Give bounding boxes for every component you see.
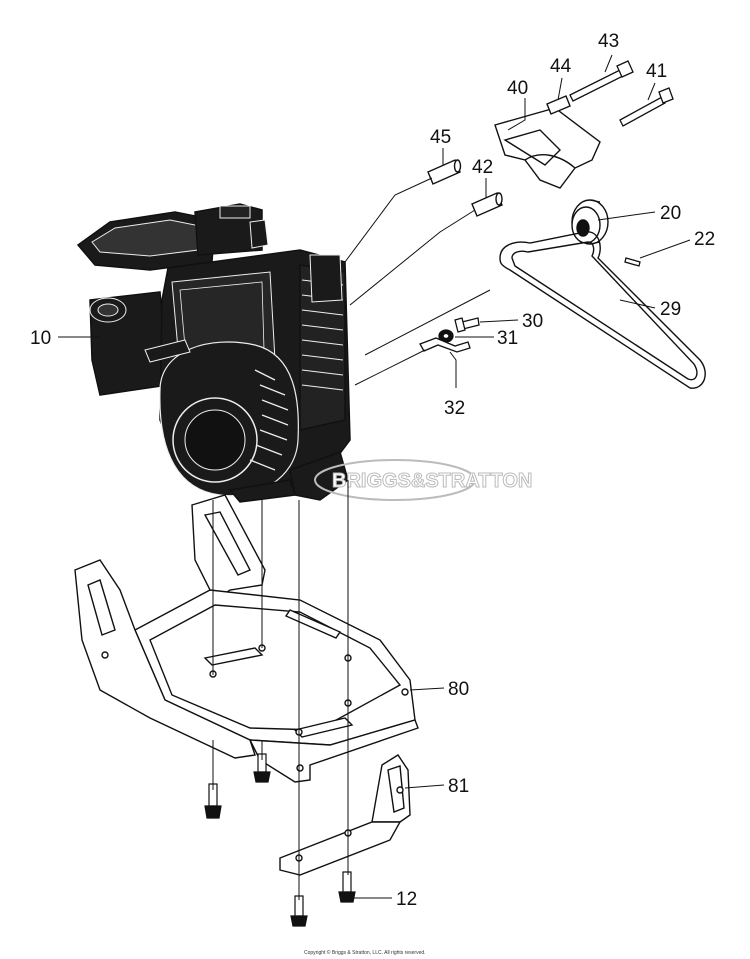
callout-22: 22 [694,229,715,250]
callout-41: 41 [646,61,667,82]
lever-32 [419,337,471,353]
spacer-44 [546,95,571,115]
spacer-45 [427,159,462,185]
callout-43: 43 [598,31,619,52]
callout-10: 10 [30,328,51,349]
callout-45: 45 [430,127,451,148]
callout-30: 30 [522,311,543,332]
callout-29: 29 [660,299,681,320]
callout-81: 81 [448,776,469,797]
callout-42: 42 [472,157,493,178]
callout-44: 44 [550,56,572,77]
bolt-43 [569,60,634,102]
bolt-30 [454,317,480,333]
leader-lines [58,54,691,900]
belt-guard [494,107,601,189]
callout-12: 12 [396,889,417,910]
spacer-42 [471,192,503,217]
mounting-bracket-80 [74,494,419,783]
brand-watermark: BRIGGS&STRATTON [314,459,533,501]
callout-labels: 10 45 42 40 44 43 41 20 22 29 30 31 32 8… [30,31,715,910]
lower-bracket-81 [279,754,411,876]
callout-31: 31 [497,328,518,349]
callout-20: 20 [660,203,681,224]
callout-80: 80 [448,679,469,700]
engine-assembly [76,203,351,503]
pulley-20 [571,199,609,245]
copyright-text: Copyright © Briggs & Stratton, LLC. All … [304,949,426,956]
callout-32: 32 [444,398,465,419]
bolt-41 [619,87,674,127]
screw-12 [204,753,356,927]
callout-40: 40 [507,78,528,99]
watermark-text: BRIGGS&STRATTON [332,470,532,492]
key-22 [624,257,641,267]
v-belt-29 [499,231,706,389]
